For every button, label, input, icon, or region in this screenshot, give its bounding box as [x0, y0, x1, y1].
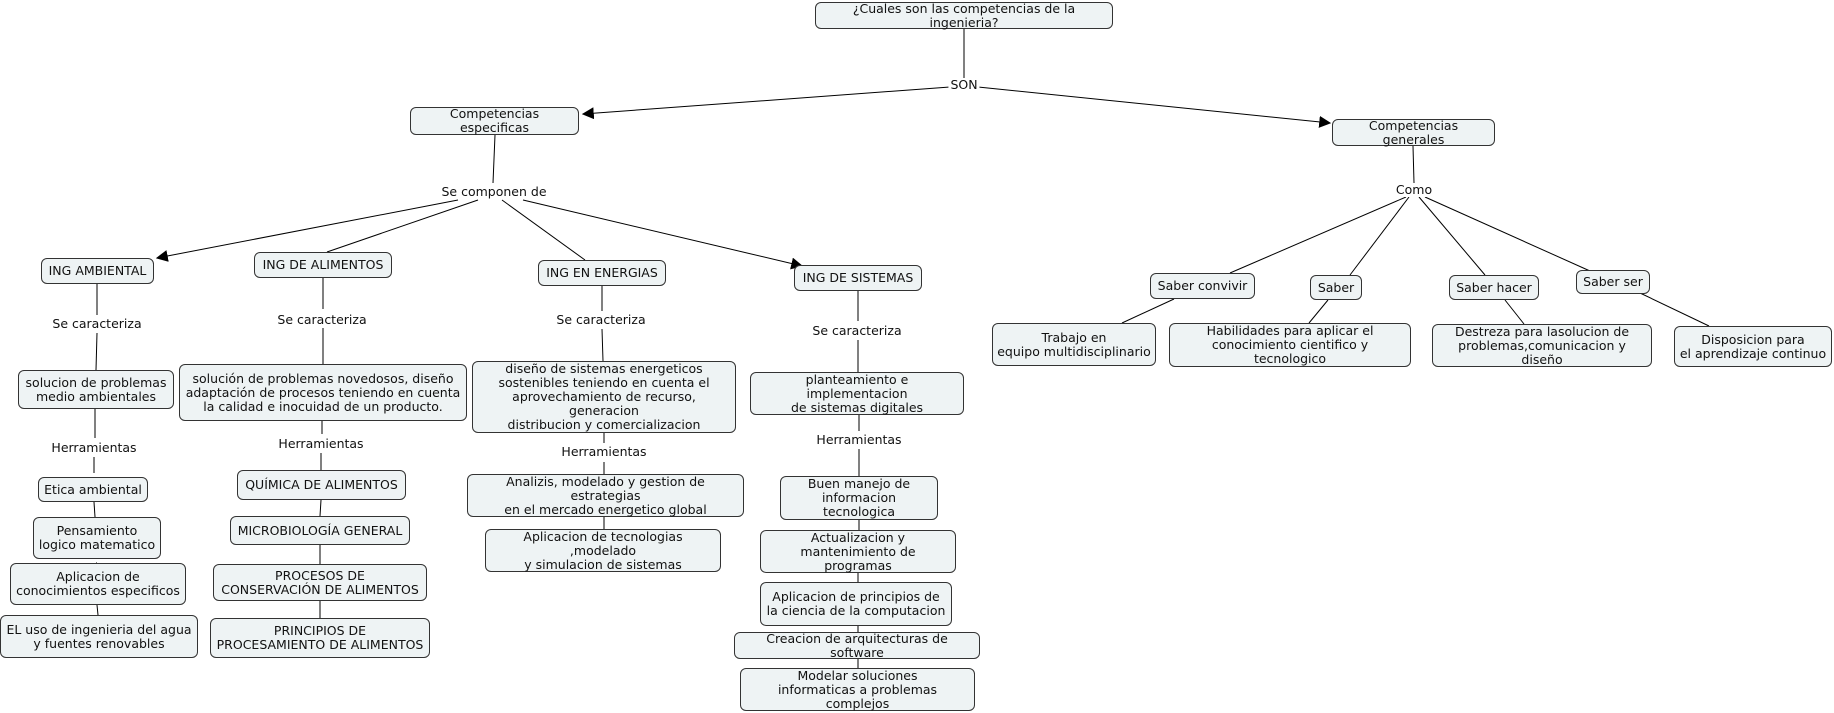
link-label-se-componen-de: Se componen de — [439, 184, 549, 199]
link-label-como: Como — [1393, 182, 1435, 197]
alimentos-tool-node[interactable]: MICROBIOLOGÍA GENERAL — [230, 516, 410, 545]
saber-hacer-node[interactable]: Saber hacer — [1449, 275, 1539, 300]
saber-node[interactable]: Saber — [1310, 275, 1362, 300]
ing-energias-node[interactable]: ING EN ENERGIAS — [538, 260, 666, 286]
ambiental-tool-node[interactable]: EL uso de ingenieria del agua y fuentes … — [0, 615, 198, 658]
sistemas-description-node[interactable]: planteamiento e implementacion de sistem… — [750, 372, 964, 415]
link-label-se-caracteriza-ambiental: Se caracteriza — [50, 316, 144, 331]
sistemas-tool-node[interactable]: Actualizacion y mantenimiento de program… — [760, 530, 956, 573]
competencias-generales-node[interactable]: Competencias generales — [1332, 118, 1495, 146]
ambiental-tool-node[interactable]: Pensamiento logico matematico — [33, 517, 161, 559]
saber-convivir-description-node[interactable]: Trabajo en equipo multidisciplinario — [992, 323, 1156, 366]
sistemas-tool-node[interactable]: Aplicacion de principios de la ciencia d… — [760, 582, 952, 626]
ing-ambiental-node[interactable]: ING AMBIENTAL — [41, 258, 154, 284]
link-label-se-caracteriza-sistemas: Se caracteriza — [810, 323, 904, 338]
sistemas-tool-node[interactable]: Creacion de arquitecturas de software — [734, 631, 980, 659]
link-label-herramientas-ambiental: Herramientas — [49, 440, 139, 455]
link-label-herramientas-alimentos: Herramientas — [276, 436, 366, 451]
saber-hacer-description-node[interactable]: Destreza para lasolucion de problemas,co… — [1432, 324, 1652, 367]
link-label-herramientas-energias: Herramientas — [559, 444, 649, 459]
competencias-especificas-node[interactable]: Competencias especificas — [410, 107, 579, 135]
link-label-herramientas-sistemas: Herramientas — [814, 432, 904, 447]
ing-sistemas-node[interactable]: ING DE SISTEMAS — [794, 265, 922, 291]
link-label-se-caracteriza-energias: Se caracteriza — [554, 312, 648, 327]
sistemas-tool-node[interactable]: Buen manejo de informacion tecnologica — [780, 476, 938, 520]
saber-convivir-node[interactable]: Saber convivir — [1150, 273, 1255, 299]
energias-description-node[interactable]: diseño de sistemas energeticos sostenibl… — [472, 361, 736, 433]
saber-ser-description-node[interactable]: Disposicion para el aprendizaje continuo — [1674, 326, 1832, 367]
energias-tool-node[interactable]: Aplicacion de tecnologias ,modelado y si… — [485, 529, 721, 572]
sistemas-tool-node[interactable]: Modelar soluciones informaticas a proble… — [740, 668, 975, 711]
alimentos-tool-node[interactable]: PROCESOS DE CONSERVACIÓN DE ALIMENTOS — [213, 564, 427, 601]
ambiental-tool-node[interactable]: Aplicacion de conocimientos especificos — [10, 563, 186, 605]
ambiental-description-node[interactable]: solucion de problemas medio ambientales — [18, 370, 174, 409]
ing-alimentos-node[interactable]: ING DE ALIMENTOS — [254, 252, 392, 278]
energias-tool-node[interactable]: Analizis, modelado y gestion de estrateg… — [467, 474, 744, 517]
alimentos-description-node[interactable]: solución de problemas novedosos, diseño … — [179, 364, 467, 421]
root-question-node[interactable]: ¿Cuales son las competencias de la ingen… — [815, 1, 1113, 29]
link-label-se-caracteriza-alimentos: Se caracteriza — [275, 312, 369, 327]
saber-ser-node[interactable]: Saber ser — [1576, 270, 1650, 294]
alimentos-tool-node[interactable]: QUÍMICA DE ALIMENTOS — [237, 470, 406, 500]
link-label-son: SON — [948, 77, 980, 92]
ambiental-tool-node[interactable]: Etica ambiental — [38, 477, 148, 502]
alimentos-tool-node[interactable]: PRINCIPIOS DE PROCESAMIENTO DE ALIMENTOS — [210, 618, 430, 658]
saber-description-node[interactable]: Habilidades para aplicar el conocimiento… — [1169, 323, 1411, 367]
